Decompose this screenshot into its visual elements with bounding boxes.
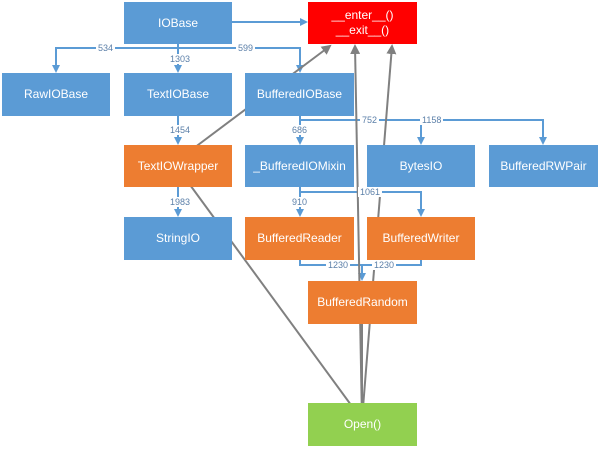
edge-bufferediomixin-bufferedwriter [300,191,425,217]
node-textiobase: TextIOBase [124,73,232,116]
node-textiowrapper: TextIOWrapper [124,145,232,187]
edge-label-599: 599 [236,43,256,53]
edge-label-1983: 1983 [168,197,193,207]
node-open: Open() [308,403,417,446]
edge-label-1303: 1303 [168,54,193,64]
node-bufferedwriter: BufferedWriter [367,217,475,260]
node-bufferediobase: BufferedIOBase [245,73,354,116]
edge-label-1061: 1061 [358,187,383,197]
node-bufferedrwpair: BufferedRWPair [489,145,598,187]
node-iobase: IOBase [124,2,232,44]
edge-label-1158: 1158 [420,115,444,125]
node-stringio: StringIO [124,217,232,260]
edge-label-534: 534 [96,43,116,53]
edge-iobase-bufferediobase [178,47,304,73]
node-bufferedreader: BufferedReader [245,217,354,260]
node-enter-exit: __enter__() __exit__() [308,2,417,44]
edge-label-752: 752 [360,115,380,125]
node-bufferediomixin: _BufferedIOMixin [245,145,354,187]
edge-iobase-rawiobase [52,44,179,73]
edge-label-1454: 1454 [168,125,193,135]
node-bufferedrandom: BufferedRandom [308,281,417,324]
edge-open-enterexit-left [350,44,363,421]
edge-open-textiowrapper [172,161,363,421]
edge-label-686: 686 [290,125,310,135]
edge-label-910: 910 [290,197,310,207]
edge-label-1230-reader: 1230 [326,260,351,270]
node-bytesio: BytesIO [367,145,475,187]
edge-label-1230-writer: 1230 [372,260,397,270]
node-rawiobase: RawIOBase [2,73,110,116]
edge-bufferediobase-bufferedrwpair [421,119,547,145]
